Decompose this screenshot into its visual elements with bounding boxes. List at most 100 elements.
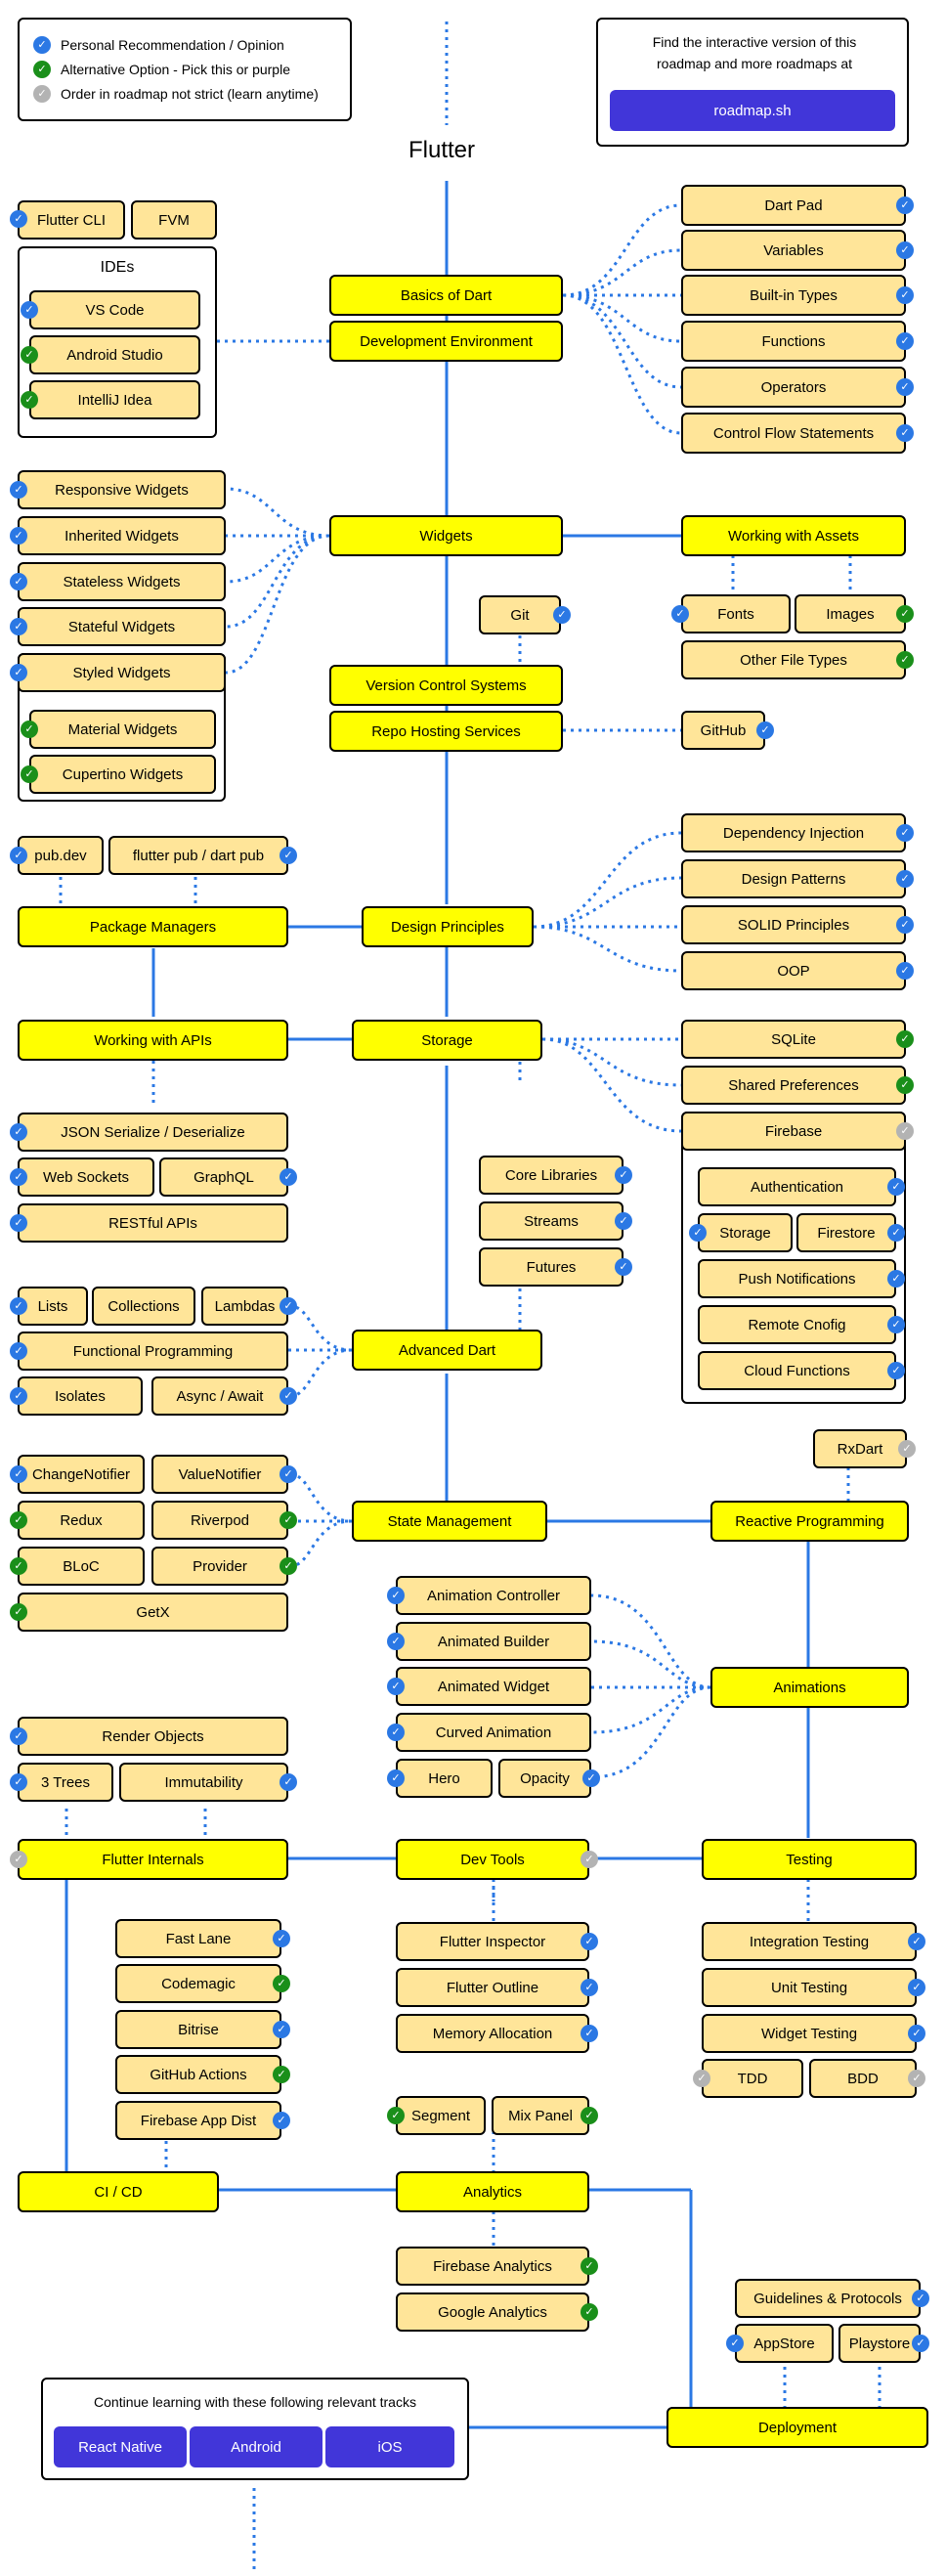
widgets-node[interactable]: Widgets [329, 515, 563, 556]
intellij-node[interactable]: IntelliJ Idea [29, 380, 200, 419]
deployment-node[interactable]: Deployment [666, 2407, 928, 2448]
github-actions-node[interactable]: GitHub Actions [115, 2055, 281, 2094]
playstore-node[interactable]: Playstore [838, 2324, 921, 2363]
fb-storage-node[interactable]: Storage [698, 1213, 793, 1252]
widget-testing-node[interactable]: Widget Testing [702, 2014, 917, 2053]
authentication-node[interactable]: Authentication [698, 1167, 896, 1206]
react-native-button[interactable]: React Native [54, 2426, 187, 2467]
inherited-widgets-node[interactable]: Inherited Widgets [18, 516, 226, 555]
riverpod-node[interactable]: Riverpod [151, 1501, 288, 1540]
flutter-cli-node[interactable]: Flutter CLI [18, 200, 125, 240]
oop-node[interactable]: OOP [681, 951, 906, 990]
codemagic-node[interactable]: Codemagic [115, 1964, 281, 2003]
dev-environment-node[interactable]: Development Environment [329, 321, 563, 362]
futures-node[interactable]: Futures [479, 1247, 624, 1287]
streams-node[interactable]: Streams [479, 1201, 624, 1241]
flutter-internals-node[interactable]: Flutter Internals [18, 1839, 288, 1880]
dev-tools-node[interactable]: Dev Tools [396, 1839, 589, 1880]
cloud-functions-node[interactable]: Cloud Functions [698, 1351, 896, 1390]
advanced-dart-node[interactable]: Advanced Dart [352, 1330, 542, 1371]
animations-node[interactable]: Animations [710, 1667, 909, 1708]
lists-node[interactable]: Lists [18, 1287, 88, 1326]
curved-animation-node[interactable]: Curved Animation [396, 1713, 591, 1752]
design-patterns-node[interactable]: Design Patterns [681, 859, 906, 898]
styled-widgets-node[interactable]: Styled Widgets [18, 653, 226, 692]
cupertino-widgets-node[interactable]: Cupertino Widgets [29, 755, 216, 794]
working-with-assets-node[interactable]: Working with Assets [681, 515, 906, 556]
builtin-types-node[interactable]: Built-in Types [681, 275, 906, 316]
three-trees-node[interactable]: 3 Trees [18, 1763, 113, 1802]
state-management-node[interactable]: State Management [352, 1501, 547, 1542]
ios-button[interactable]: iOS [325, 2426, 454, 2467]
graphql-node[interactable]: GraphQL [159, 1157, 288, 1197]
redux-node[interactable]: Redux [18, 1501, 145, 1540]
segment-node[interactable]: Segment [396, 2096, 486, 2135]
stateful-widgets-node[interactable]: Stateful Widgets [18, 607, 226, 646]
ci-cd-node[interactable]: CI / CD [18, 2171, 219, 2212]
lambdas-node[interactable]: Lambdas [201, 1287, 288, 1326]
fast-lane-node[interactable]: Fast Lane [115, 1919, 281, 1958]
fvm-node[interactable]: FVM [131, 200, 217, 240]
firebase-app-dist-node[interactable]: Firebase App Dist [115, 2101, 281, 2140]
web-sockets-node[interactable]: Web Sockets [18, 1157, 154, 1197]
android-studio-node[interactable]: Android Studio [29, 335, 200, 374]
flutter-inspector-node[interactable]: Flutter Inspector [396, 1922, 589, 1961]
google-analytics-node[interactable]: Google Analytics [396, 2292, 589, 2332]
isolates-node[interactable]: Isolates [18, 1376, 143, 1416]
testing-node[interactable]: Testing [702, 1839, 917, 1880]
design-principles-node[interactable]: Design Principles [362, 906, 534, 947]
json-node[interactable]: JSON Serialize / Deserialize [18, 1113, 288, 1152]
storage-node[interactable]: Storage [352, 1020, 542, 1061]
pubdev-node[interactable]: pub.dev [18, 836, 104, 875]
package-managers-node[interactable]: Package Managers [18, 906, 288, 947]
animated-widget-node[interactable]: Animated Widget [396, 1667, 591, 1706]
android-button[interactable]: Android [190, 2426, 322, 2467]
other-file-types-node[interactable]: Other File Types [681, 640, 906, 679]
memory-allocation-node[interactable]: Memory Allocation [396, 2014, 589, 2053]
getx-node[interactable]: GetX [18, 1593, 288, 1632]
shared-preferences-node[interactable]: Shared Preferences [681, 1066, 906, 1105]
changenotifier-node[interactable]: ChangeNotifier [18, 1455, 145, 1494]
animated-builder-node[interactable]: Animated Builder [396, 1622, 591, 1661]
repo-hosting-node[interactable]: Repo Hosting Services [329, 711, 563, 752]
push-notifications-node[interactable]: Push Notifications [698, 1259, 896, 1298]
bitrise-node[interactable]: Bitrise [115, 2010, 281, 2049]
appstore-node[interactable]: AppStore [735, 2324, 834, 2363]
immutability-node[interactable]: Immutability [119, 1763, 288, 1802]
bloc-node[interactable]: BLoC [18, 1547, 145, 1586]
control-flow-node[interactable]: Control Flow Statements [681, 413, 906, 454]
collections-node[interactable]: Collections [92, 1287, 195, 1326]
remote-config-node[interactable]: Remote Cnofig [698, 1305, 896, 1344]
vcs-node[interactable]: Version Control Systems [329, 665, 563, 706]
functions-node[interactable]: Functions [681, 321, 906, 362]
firebase-analytics-node[interactable]: Firebase Analytics [396, 2247, 589, 2286]
variables-node[interactable]: Variables [681, 230, 906, 271]
flutter-outline-node[interactable]: Flutter Outline [396, 1968, 589, 2007]
vs-code-node[interactable]: VS Code [29, 290, 200, 329]
material-widgets-node[interactable]: Material Widgets [29, 710, 216, 749]
github-node[interactable]: GitHub [681, 711, 765, 750]
sqlite-node[interactable]: SQLite [681, 1020, 906, 1059]
reactive-programming-node[interactable]: Reactive Programming [710, 1501, 909, 1542]
responsive-widgets-node[interactable]: Responsive Widgets [18, 470, 226, 509]
solid-principles-node[interactable]: SOLID Principles [681, 905, 906, 944]
tdd-node[interactable]: TDD [702, 2059, 803, 2098]
bdd-node[interactable]: BDD [809, 2059, 917, 2098]
operators-node[interactable]: Operators [681, 367, 906, 408]
firebase-node[interactable]: Firebase [681, 1112, 906, 1151]
fonts-node[interactable]: Fonts [681, 594, 791, 633]
opacity-node[interactable]: Opacity [498, 1759, 591, 1798]
async-await-node[interactable]: Async / Await [151, 1376, 288, 1416]
pub-node[interactable]: flutter pub / dart pub [108, 836, 288, 875]
dart-pad-node[interactable]: Dart Pad [681, 185, 906, 226]
working-with-apis-node[interactable]: Working with APIs [18, 1020, 288, 1061]
animation-controller-node[interactable]: Animation Controller [396, 1576, 591, 1615]
integration-testing-node[interactable]: Integration Testing [702, 1922, 917, 1961]
git-node[interactable]: Git [479, 595, 561, 634]
stateless-widgets-node[interactable]: Stateless Widgets [18, 562, 226, 601]
render-objects-node[interactable]: Render Objects [18, 1717, 288, 1756]
rxdart-node[interactable]: RxDart [813, 1429, 907, 1468]
functional-programming-node[interactable]: Functional Programming [18, 1332, 288, 1371]
unit-testing-node[interactable]: Unit Testing [702, 1968, 917, 2007]
hero-node[interactable]: Hero [396, 1759, 493, 1798]
